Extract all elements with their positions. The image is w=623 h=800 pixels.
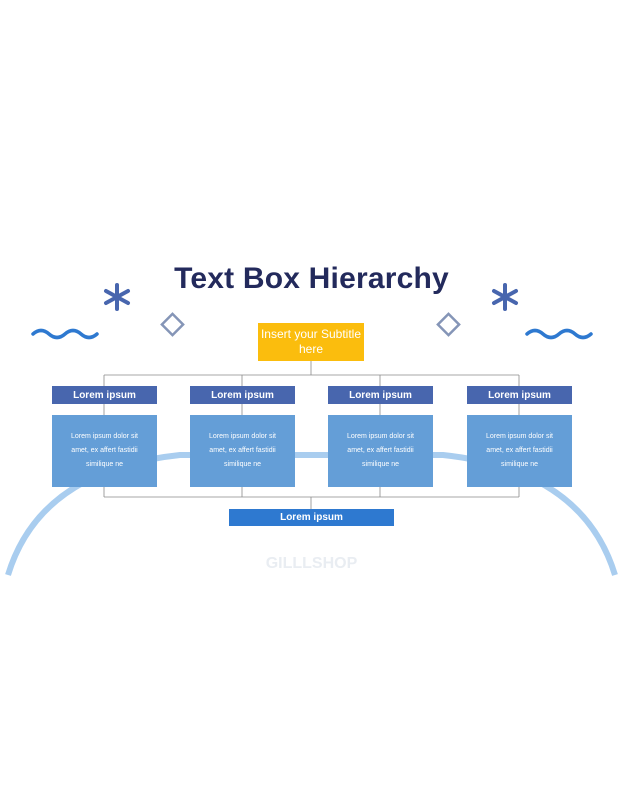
bottom-box: Lorem ipsum	[229, 509, 394, 526]
category-body-2: Lorem ipsum dolor sit amet, ex affert fa…	[190, 415, 295, 487]
page-title: Text Box Hierarchy	[174, 262, 449, 295]
category-body-3: Lorem ipsum dolor sit amet, ex affert fa…	[328, 415, 433, 487]
category-body-4: Lorem ipsum dolor sit amet, ex affert fa…	[467, 415, 572, 487]
background-arc	[5, 452, 618, 576]
category-header-2: Lorem ipsum	[190, 386, 295, 404]
category-header-3: Lorem ipsum	[328, 386, 433, 404]
category-header-1: Lorem ipsum	[52, 386, 157, 404]
subtitle-box: Insert your Subtitle here	[258, 323, 364, 361]
diamond-icon	[436, 312, 461, 337]
asterisk-icon	[104, 283, 130, 311]
wave-icon	[525, 328, 593, 340]
watermark: GILLLSHOP	[265, 555, 358, 572]
category-header-4: Lorem ipsum	[467, 386, 572, 404]
wave-icon	[31, 328, 99, 340]
diamond-icon	[160, 312, 185, 337]
category-body-1: Lorem ipsum dolor sit amet, ex affert fa…	[52, 415, 157, 487]
connector-lines	[103, 361, 520, 509]
asterisk-icon	[492, 283, 518, 311]
